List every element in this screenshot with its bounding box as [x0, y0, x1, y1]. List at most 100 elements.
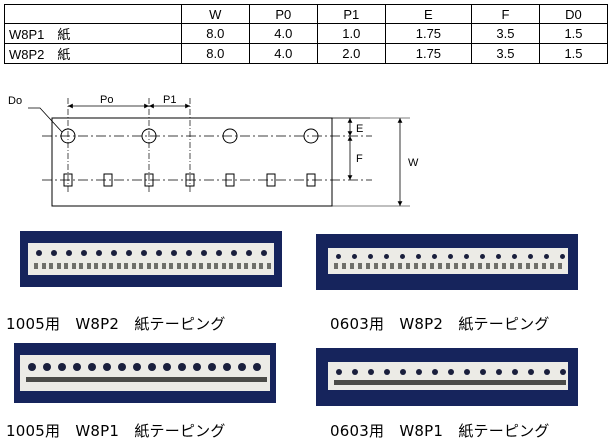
sprocket-hole: [43, 363, 51, 371]
component-pocket: [550, 263, 554, 269]
component-pocket: [455, 380, 461, 385]
component-pocket: [114, 377, 119, 382]
pocket: [103, 173, 113, 187]
component-pocket: [222, 377, 227, 382]
component-pocket: [158, 377, 163, 382]
component-pocket: [134, 377, 139, 382]
header-cell-w: W: [180, 4, 250, 24]
caption-0603-w8p2: 0603用 W8P2 紙テーピング: [330, 315, 550, 333]
cell-e: 1.75: [384, 43, 472, 64]
component-pocket: [74, 377, 79, 382]
component-pocket: [169, 263, 173, 269]
component-pocket: [162, 377, 167, 382]
sprocket-hole: [448, 254, 453, 259]
component-pocket: [214, 377, 219, 382]
component-pocket: [161, 263, 166, 269]
component-pocket: [481, 380, 486, 385]
component-pocket: [430, 263, 434, 269]
sprocket-hole: [432, 369, 438, 375]
component-pocket: [42, 377, 47, 382]
component-pocket: [506, 380, 512, 385]
component-pocket: [438, 263, 442, 269]
sprocket-hole: [368, 254, 373, 259]
sprocket-hole: [303, 128, 319, 144]
component-pocket: [371, 380, 377, 385]
component-pocket: [502, 380, 507, 385]
component-pocket: [527, 380, 533, 385]
component-pocket: [334, 380, 339, 385]
cell-p1: 2.0: [316, 43, 386, 64]
component-pocket: [355, 380, 360, 385]
component-pocket: [90, 377, 95, 382]
sprocket-hole: [512, 254, 517, 259]
component-pocket: [118, 377, 123, 382]
sprocket-hole: [416, 369, 422, 375]
component-pocket: [560, 380, 566, 385]
component-pocket: [397, 380, 402, 385]
component-pocket: [230, 377, 235, 382]
component-pocket: [221, 263, 226, 269]
tape-photo-1005-w8p2: [20, 231, 282, 287]
component-pocket: [470, 263, 474, 269]
component-pocket: [439, 380, 444, 385]
header-cell-blank: [4, 4, 182, 24]
component-pocket: [86, 263, 91, 269]
component-pocket: [234, 377, 239, 382]
sprocket-hole: [496, 254, 501, 259]
component-pocket: [218, 377, 223, 382]
row-label: W8P2 紙: [4, 43, 182, 64]
component-pocket: [468, 380, 474, 385]
cell-w: 8.0: [180, 43, 250, 64]
component-pocket: [146, 377, 151, 382]
component-pocket: [266, 263, 271, 269]
component-pocket: [49, 263, 53, 269]
component-pocket: [451, 380, 457, 385]
sprocket-hole: [103, 363, 111, 371]
header-cell-p0: P0: [248, 4, 318, 24]
component-pocket: [454, 263, 458, 269]
component-pocket: [94, 377, 99, 382]
component-pocket: [244, 263, 248, 269]
component-pocket: [78, 377, 83, 382]
sprocket-hole: [96, 250, 102, 256]
component-pocket: [493, 380, 499, 385]
component-pocket: [485, 380, 491, 385]
component-pocket: [514, 380, 520, 385]
sprocket-hole: [246, 250, 252, 256]
component-pocket: [199, 263, 203, 269]
pocket: [266, 173, 276, 187]
component-pocket: [34, 377, 39, 382]
sprocket-hole: [544, 254, 549, 259]
component-pocket: [405, 380, 411, 385]
component-pocket: [94, 263, 98, 269]
component-pocket: [202, 377, 207, 382]
sprocket-hole: [111, 250, 117, 256]
component-pocket: [497, 380, 503, 385]
sprocket-hole: [163, 363, 171, 371]
sprocket-hole: [51, 250, 57, 256]
caption-1005-w8p2: 1005用 W8P2 紙テーピング: [6, 315, 226, 333]
component-pocket: [418, 380, 423, 385]
component-pocket: [476, 380, 482, 385]
sprocket-hole: [231, 250, 237, 256]
tape-outline: [51, 117, 333, 207]
component-pocket: [126, 377, 131, 382]
component-pocket: [242, 377, 247, 382]
component-pocket: [510, 380, 516, 385]
sprocket-hole: [36, 250, 42, 256]
component-pocket: [138, 377, 143, 382]
table-row: W8P2 紙 8.0 4.0 2.0 1.75 3.5 1.5: [4, 43, 609, 64]
sprocket-hole: [528, 369, 534, 375]
sprocket-hole: [58, 363, 66, 371]
component-pocket: [358, 263, 362, 269]
component-pocket: [502, 263, 506, 269]
component-pocket: [258, 377, 263, 382]
component-pocket: [518, 263, 522, 269]
component-pocket: [380, 380, 386, 385]
component-pocket: [50, 377, 55, 382]
component-pocket: [70, 377, 75, 382]
sprocket-hole: [133, 363, 141, 371]
component-pocket: [110, 377, 115, 382]
d0-leader: [28, 107, 63, 133]
sprocket-hole: [208, 363, 216, 371]
